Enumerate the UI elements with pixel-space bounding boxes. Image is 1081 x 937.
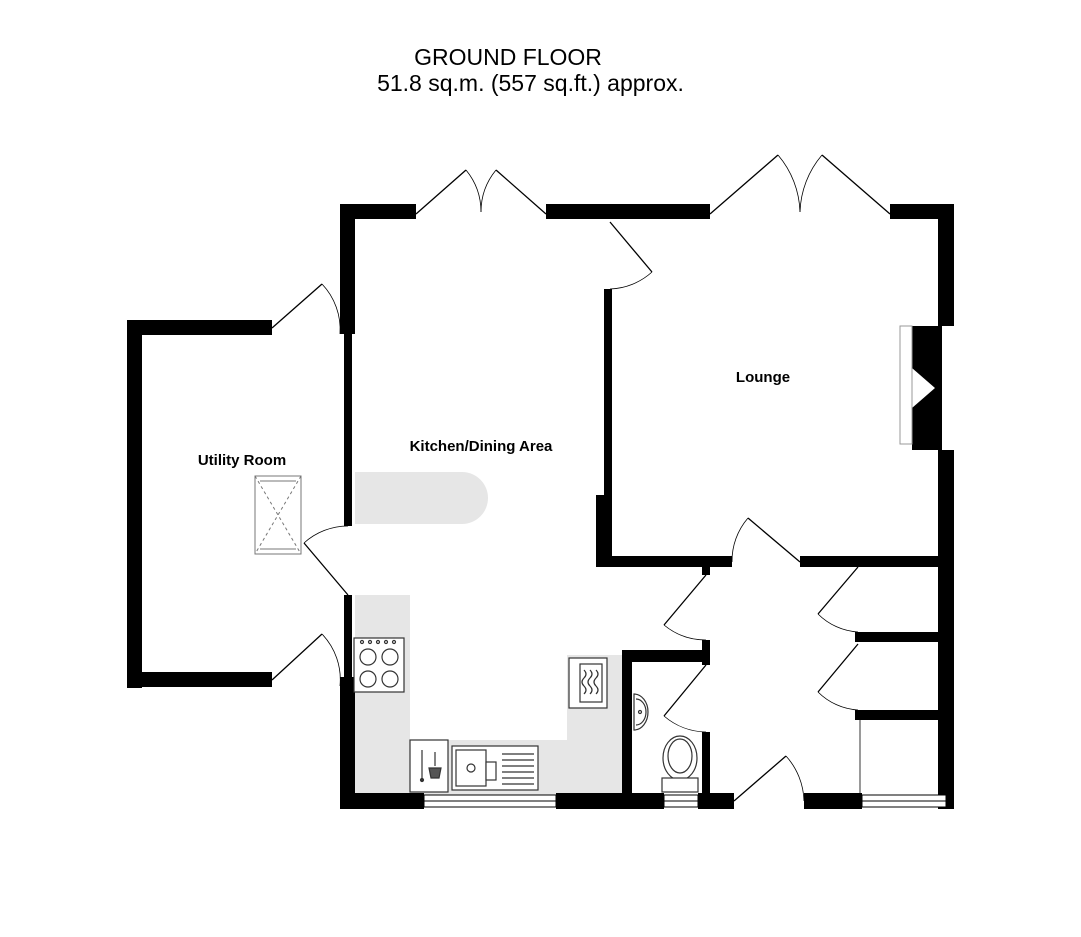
door-wc <box>663 664 707 717</box>
wall-top-a <box>340 204 416 219</box>
wall-bottom-e <box>946 793 954 809</box>
wall-bottom-b <box>556 793 664 809</box>
door-lounge <box>609 221 653 273</box>
room-label-utility: Utility Room <box>198 452 286 469</box>
wall-wc-top <box>622 650 710 662</box>
breakfast-bar <box>355 472 488 524</box>
wall-kitchen-left-lower <box>344 595 352 677</box>
sink-icon <box>451 745 539 791</box>
door-cupboard-upper <box>817 566 859 615</box>
door-kitchen-french-right <box>495 169 547 215</box>
door-front <box>733 755 787 802</box>
wall-lounge-left <box>604 289 612 567</box>
chimney-breast-lower <box>912 408 942 450</box>
wall-lounge-bottom-b <box>800 556 954 567</box>
door-utility-kitchen <box>303 542 349 596</box>
wall-utility-top <box>127 320 272 335</box>
microwave-icon <box>568 657 608 709</box>
chimney-breast-inset <box>912 368 942 408</box>
wall-wc-left <box>622 650 632 809</box>
room-label-kitchen: Kitchen/Dining Area <box>410 438 553 455</box>
door-lounge-french-left <box>709 154 779 215</box>
doors <box>271 154 891 802</box>
wall-kitchen-left-upper <box>340 204 355 334</box>
room-label-lounge: Lounge <box>736 369 790 386</box>
wall-bottom-d <box>804 793 862 809</box>
windows <box>423 794 947 808</box>
chimney-breast-upper <box>912 326 942 368</box>
wall-bottom-a <box>340 793 424 809</box>
wall-wc-right <box>702 732 710 809</box>
door-kitchen-french-left <box>415 169 467 215</box>
basin-icon <box>633 693 649 731</box>
hob-icon <box>353 637 405 693</box>
door-lounge-hall <box>747 517 801 563</box>
door-lounge-french-right <box>821 154 891 215</box>
fireplace-hearth <box>899 325 913 445</box>
wall-right-upper <box>938 204 954 326</box>
appliance-icon <box>409 739 449 793</box>
loft-hatch <box>254 475 302 555</box>
wall-top-b <box>546 204 710 219</box>
wall-lounge-bottom-a <box>596 556 732 567</box>
walls <box>127 204 954 809</box>
wall-kitchen-left-bottom <box>340 677 355 809</box>
floor-title: GROUND FLOOR <box>414 44 602 70</box>
wall-cupboard-a <box>855 632 954 642</box>
wall-cupboard-b <box>855 710 954 720</box>
door-cupboard-lower <box>817 643 859 693</box>
door-utility-top <box>271 283 323 329</box>
wall-lounge-left-stub <box>596 495 612 567</box>
wall-right-lower <box>938 450 954 809</box>
wall-hall-post <box>702 567 710 575</box>
toilet-icon <box>661 735 699 793</box>
door-hall-kitchen <box>663 574 707 626</box>
wall-utility-left <box>127 320 142 688</box>
floor-area: 51.8 sq.m. (557 sq.ft.) approx. <box>377 70 684 96</box>
wall-utility-bottom <box>127 672 272 687</box>
door-utility-bottom <box>271 633 323 681</box>
wall-kitchen-left-mid <box>344 334 352 526</box>
wall-bottom-c <box>698 793 734 809</box>
